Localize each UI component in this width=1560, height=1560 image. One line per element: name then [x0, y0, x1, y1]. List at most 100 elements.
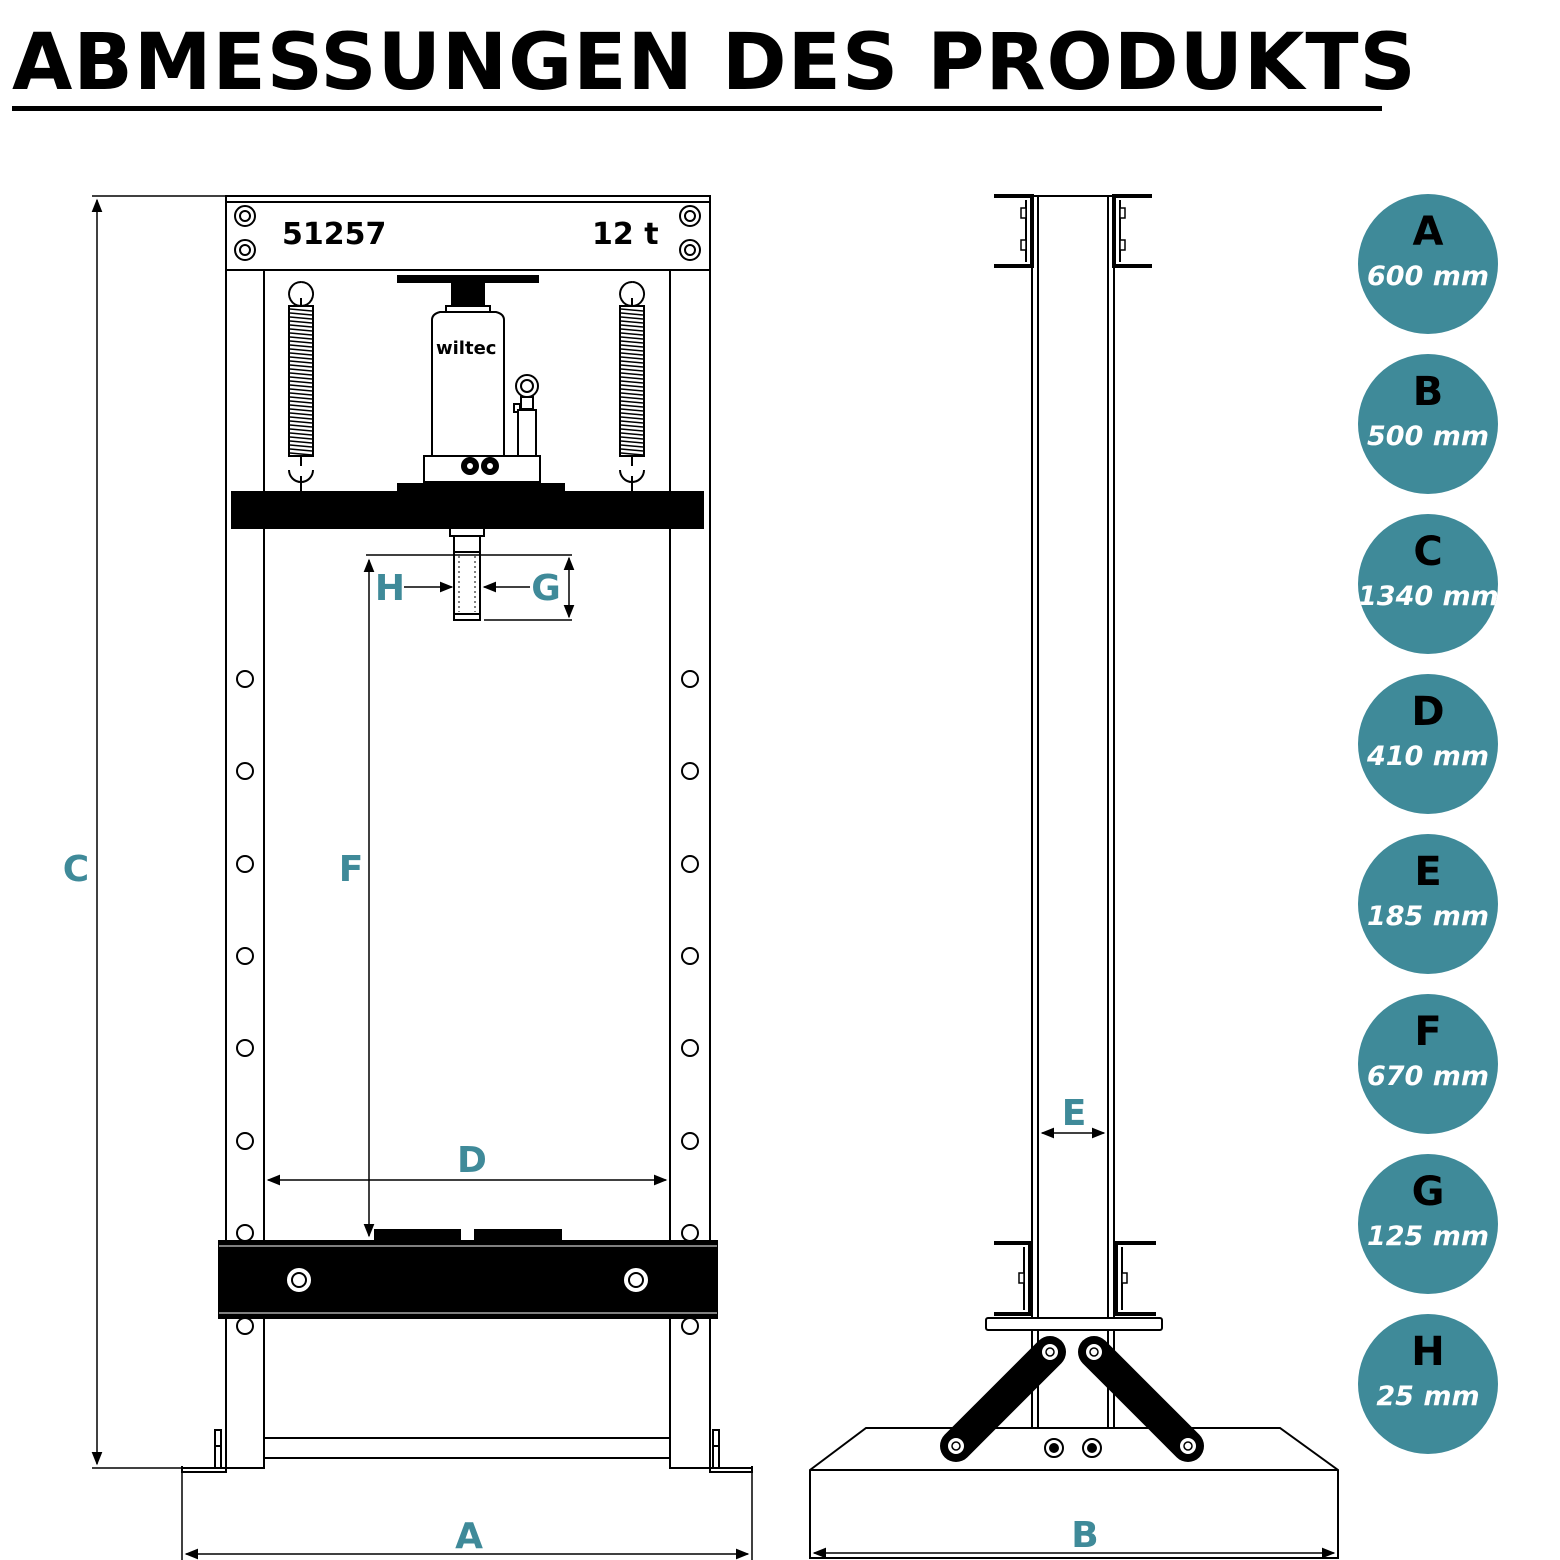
legend-badge-h: H 25 mm [1358, 1314, 1498, 1454]
legend-badge-b: B 500 mm [1358, 354, 1498, 494]
spring-coil [289, 412, 313, 416]
spring-coil [289, 388, 313, 392]
label-g: G [531, 568, 561, 609]
spring-coil [620, 420, 644, 424]
side-base [809, 1427, 1339, 1559]
legend-letter: G [1411, 1169, 1445, 1215]
post-hole [236, 1224, 254, 1242]
right-brace [1078, 1336, 1204, 1462]
post-hole [681, 670, 699, 688]
spring-coil [620, 316, 644, 320]
legend-value: 25 mm [1376, 1381, 1480, 1412]
spring-coil [289, 336, 313, 340]
side-top-brackets [994, 194, 1152, 268]
post-hole [681, 855, 699, 873]
bottle-jack [397, 275, 565, 493]
title-underline [12, 106, 1382, 111]
spring-coil [289, 424, 313, 428]
legend-letter: D [1411, 689, 1445, 735]
label-e: E [1062, 1093, 1087, 1134]
spring-coil [620, 452, 644, 456]
spring-coil [620, 364, 644, 368]
spring-coil [289, 376, 313, 380]
spring-coil [620, 384, 644, 388]
spring-coil [620, 440, 644, 444]
spring-coil [620, 348, 644, 352]
spring-coil [620, 312, 644, 316]
spring-coil [289, 416, 313, 420]
spring-coil [289, 404, 313, 408]
dimension-g-h [366, 554, 575, 621]
legend-value: 600 mm [1366, 261, 1490, 292]
post-hole [236, 855, 254, 873]
post-hole [236, 762, 254, 780]
upper-bolster [231, 491, 704, 529]
spring-coil [289, 384, 313, 388]
dimension-c [91, 195, 226, 1469]
side-view [809, 194, 1339, 1559]
legend-badge-c: C 1340 mm [1358, 514, 1498, 654]
spring-coil [289, 316, 313, 320]
post-hole [681, 1039, 699, 1057]
post-hole [236, 947, 254, 965]
spring-coil [289, 396, 313, 400]
side-bottom-brackets [985, 1241, 1163, 1331]
legend-letter: H [1411, 1329, 1445, 1375]
spring-coil [620, 400, 644, 404]
spring-coil [620, 328, 644, 332]
spring-coil [289, 428, 313, 432]
spring-coil [289, 308, 313, 312]
legend-value: 410 mm [1366, 741, 1490, 772]
post-hole [236, 1039, 254, 1057]
spring-coil [289, 328, 313, 332]
jack-brand: wiltec [436, 338, 496, 359]
spring-coil [289, 312, 313, 316]
plate-number: 51257 [282, 217, 386, 252]
legend-value: 500 mm [1366, 421, 1490, 452]
spring-coil [289, 400, 313, 404]
post-hole [236, 1317, 254, 1335]
spring-coil [289, 352, 313, 356]
spring-coil [289, 408, 313, 412]
spring-coil [620, 432, 644, 436]
spring-coil [620, 352, 644, 356]
legend-letter: E [1414, 849, 1442, 895]
legend-letter: F [1414, 1009, 1442, 1055]
spring-coil [289, 452, 313, 456]
spring-coil [620, 428, 644, 432]
spring-coil [289, 392, 313, 396]
spring-coil [289, 320, 313, 324]
spring-coil [289, 380, 313, 384]
left-brace [940, 1336, 1066, 1462]
plate-capacity: 12 t [592, 217, 659, 252]
label-c: C [63, 849, 89, 890]
page-title: ABMESSUNGEN DES PRODUKTS [12, 18, 1417, 108]
spring-coil [289, 356, 313, 360]
spring-coil [289, 448, 313, 452]
legend-badge-a: A 600 mm [1358, 194, 1498, 334]
spring-coil [289, 368, 313, 372]
legend-letter: A [1412, 209, 1444, 255]
ram [449, 527, 485, 621]
post-hole [681, 1317, 699, 1335]
spring-coil [289, 444, 313, 448]
spring-coil [289, 420, 313, 424]
spring-coil [289, 364, 313, 368]
spring-coil [620, 396, 644, 400]
spring-coil [289, 344, 313, 348]
spring-coil [289, 324, 313, 328]
spring-coil [620, 436, 644, 440]
spring-coil [620, 324, 644, 328]
spring-coil [620, 376, 644, 380]
spring-coil [289, 360, 313, 364]
post-hole [236, 670, 254, 688]
legend-letter: B [1412, 369, 1444, 415]
legend-value: 670 mm [1366, 1061, 1490, 1092]
spring-coil [620, 372, 644, 376]
spring-coil [289, 332, 313, 336]
spring-coil [289, 372, 313, 376]
spring-coil [620, 320, 644, 324]
post-holes [236, 670, 699, 1335]
spring-coil [620, 336, 644, 340]
legend-value: 125 mm [1366, 1221, 1490, 1252]
